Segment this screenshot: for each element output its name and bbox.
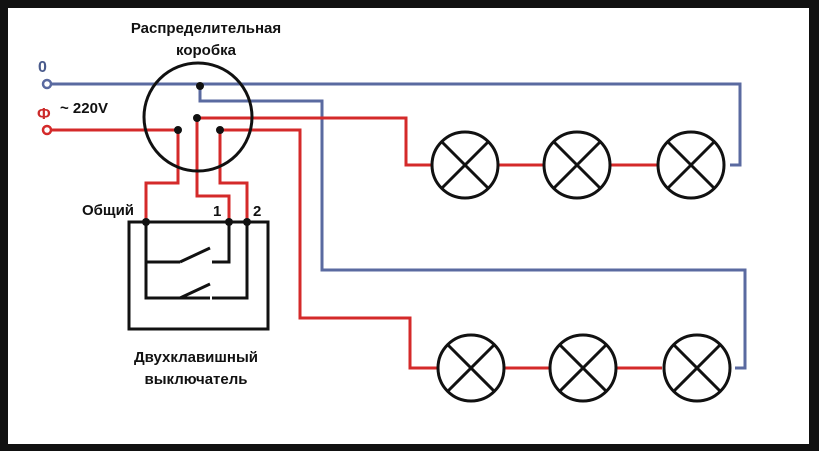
canvas-background	[8, 8, 809, 444]
switch-contact-1	[179, 246, 211, 264]
lamp-icon	[436, 333, 506, 403]
neutral-wire-main	[49, 82, 742, 167]
lamp-icon	[656, 130, 726, 200]
key1-label: 1	[213, 203, 221, 220]
neutral-terminal	[41, 78, 53, 90]
neutral-wire-bottom	[198, 84, 747, 370]
neutral-wires	[49, 82, 747, 370]
junction-box	[142, 61, 254, 173]
lamp-icon	[542, 130, 612, 200]
key2-label: 2	[253, 203, 261, 220]
phase-terminal	[41, 124, 53, 136]
switch-dot-key1	[225, 218, 233, 226]
junction-box-circle	[142, 61, 254, 173]
junction-box-label-line2: коробка	[176, 42, 237, 59]
junction-dot-key1	[193, 114, 201, 122]
phase-wire-input	[49, 128, 180, 222]
lamp-icon	[662, 333, 732, 403]
switch-key1-lead	[212, 222, 231, 264]
junction-box-label-line1: Распределительная	[131, 20, 281, 37]
junction-dot-neutral	[196, 82, 204, 90]
lamp-group-bottom	[436, 333, 732, 403]
neutral-label: 0	[38, 59, 47, 76]
junction-dot-phase	[174, 126, 182, 134]
junction-dot-key2	[216, 126, 224, 134]
phase-label: Ф	[37, 106, 51, 123]
switch-label-line1: Двухклавишный	[134, 349, 258, 366]
switch-body	[127, 220, 270, 331]
switch-key2-lead	[212, 222, 249, 300]
switch-dot-common	[142, 218, 150, 226]
input-terminals	[41, 78, 53, 136]
phase-wire-key2	[218, 128, 438, 370]
lamp-group-top	[430, 130, 726, 200]
lamp-icon	[430, 130, 500, 200]
switch-dot-key2	[243, 218, 251, 226]
switch-contact-2	[179, 282, 211, 300]
switch-common-bus	[144, 222, 210, 300]
common-label: Общий	[82, 202, 134, 219]
lamp-icon	[548, 333, 618, 403]
switch-label-line2: выключатель	[145, 371, 248, 388]
voltage-label: ~ 220V	[60, 100, 108, 117]
double-switch	[127, 218, 270, 331]
